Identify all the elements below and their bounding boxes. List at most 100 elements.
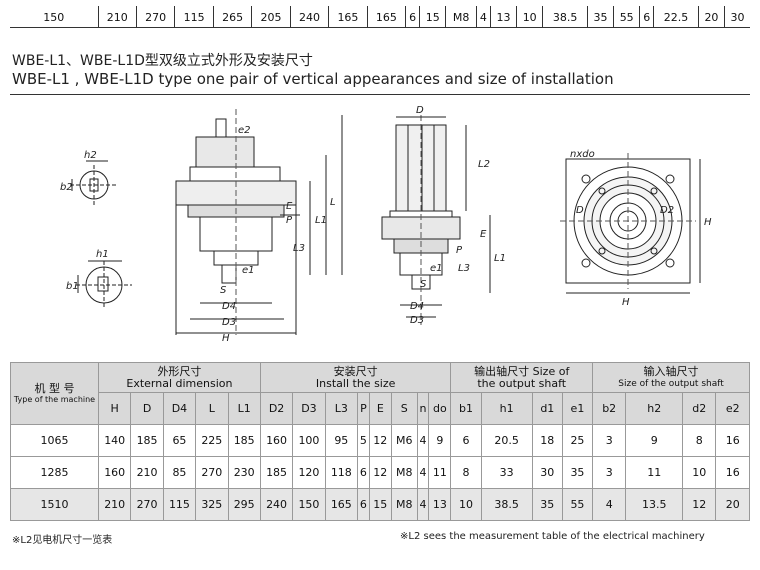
spec-table: 机 型 号 Type of the machine 外形尺寸 External … xyxy=(10,362,750,521)
table-cell: 118 xyxy=(324,456,359,489)
table-cell: 210 xyxy=(97,488,132,521)
label-P-front: P xyxy=(286,215,293,226)
table-row: 1285 160 210 85 270 230 185 120 118 6 12… xyxy=(10,456,750,489)
label-P-side: P xyxy=(456,245,463,256)
table-cell: 33 xyxy=(480,456,533,489)
model-cell: 1285 xyxy=(10,456,99,489)
shaft-section-large xyxy=(76,260,132,309)
table-cell: 12 xyxy=(368,456,392,489)
top-cell: 240 xyxy=(289,6,329,28)
label-E-front: E xyxy=(286,201,293,212)
col-header: L xyxy=(195,392,229,425)
group-install: 安装尺寸 Install the size xyxy=(259,362,452,393)
col-header: do xyxy=(428,392,452,425)
table-cell: 225 xyxy=(195,424,229,457)
table-row: 1065 140 185 65 225 185 160 100 95 5 12 … xyxy=(10,424,750,457)
group-external: 外形尺寸 External dimension xyxy=(98,362,261,393)
table-cell: 8 xyxy=(450,456,482,489)
top-cell: 20 xyxy=(697,6,725,28)
table-cell: 25 xyxy=(561,424,594,457)
col-header: D3 xyxy=(292,392,326,425)
top-cell: 150 xyxy=(43,10,65,24)
top-cell: 115 xyxy=(174,6,214,28)
label-e1-side: e1 xyxy=(430,263,443,274)
group-input-shaft: 输入轴尺寸 Size of the output shaft xyxy=(592,362,750,393)
table-cell: 18 xyxy=(531,424,563,457)
table-cell: 120 xyxy=(292,456,326,489)
reducer-with-motor-view xyxy=(381,115,491,325)
column-header-row: H D D4 L L1 D2 D3 L3 P E S n do b1 h1 d1… xyxy=(11,392,750,425)
col-header: H xyxy=(97,392,132,425)
table-cell: 12 xyxy=(368,424,392,457)
label-L1-front: L1 xyxy=(315,215,327,226)
label-D3-front: D3 xyxy=(222,317,236,328)
model-cell: 1510 xyxy=(10,488,99,521)
col-header: L1 xyxy=(227,392,261,425)
table-cell: 295 xyxy=(227,488,261,521)
label-L: L xyxy=(330,197,336,208)
group-output-en: the output shaft xyxy=(477,376,567,390)
col-header: e1 xyxy=(561,392,594,425)
table-cell: 6 xyxy=(357,488,370,521)
label-D-side: D xyxy=(416,105,424,116)
table-cell: 20 xyxy=(715,488,750,521)
group-input-cn: 输入轴尺寸 xyxy=(643,364,699,378)
top-partial-row: 150 210 270 115 265 205 240 165 165 6 15… xyxy=(10,6,750,28)
top-cell: 270 xyxy=(135,6,175,28)
table-cell: 100 xyxy=(292,424,326,457)
table-cell: 13 xyxy=(428,488,452,521)
label-h2: h2 xyxy=(84,150,97,161)
top-cell: 22.5 xyxy=(653,6,699,28)
table-cell: 160 xyxy=(97,456,132,489)
top-cell: 15 xyxy=(419,6,446,28)
table-cell: 8 xyxy=(682,424,717,457)
table-cell: M6 xyxy=(390,424,418,457)
table-cell: 95 xyxy=(324,424,359,457)
table-cell: 5 xyxy=(357,424,370,457)
technical-drawing: h2 b2 h1 b1 e2 E P L1 L3 L e1 S D4 D3 xyxy=(10,94,750,360)
label-E-side: E xyxy=(480,229,487,240)
label-e2: e2 xyxy=(238,125,251,136)
table-cell: 140 xyxy=(97,424,132,457)
table-cell: 38.5 xyxy=(480,488,533,521)
table-cell: 11 xyxy=(625,456,684,489)
label-L3-front: L3 xyxy=(293,243,305,254)
top-cell: 4 xyxy=(475,6,491,28)
top-cell: 165 xyxy=(328,6,368,28)
table-cell: 10 xyxy=(682,456,717,489)
table-cell: 3 xyxy=(592,456,627,489)
group-output-cn: 输出轴尺寸 Size of xyxy=(474,364,570,378)
label-L1-side: L1 xyxy=(494,253,506,264)
table-cell: 9 xyxy=(428,424,452,457)
note-right: ※L2 sees the measurement table of the el… xyxy=(400,531,705,542)
group-external-en: External dimension xyxy=(126,376,233,390)
label-H-plan-v: H xyxy=(704,217,712,228)
top-cell: 35 xyxy=(586,6,614,28)
top-cell: 165 xyxy=(366,6,406,28)
col-header: h2 xyxy=(625,392,684,425)
table-cell: 6 xyxy=(450,424,482,457)
col-header: P xyxy=(357,392,370,425)
col-header: L3 xyxy=(324,392,359,425)
model-header-cn: 机 型 号 xyxy=(34,382,75,395)
table-cell: 65 xyxy=(162,424,197,457)
top-cell: 10 xyxy=(516,6,543,28)
table-cell: 16 xyxy=(715,424,750,457)
top-cell: 6 xyxy=(405,6,420,28)
label-nxdo: nxdo xyxy=(570,149,595,160)
top-cell: M8 xyxy=(445,6,477,28)
label-S-side: S xyxy=(420,279,427,290)
title-english: WBE-L1 , WBE-L1D type one pair of vertic… xyxy=(12,70,614,88)
top-cell: 30 xyxy=(724,6,750,28)
table-cell: 85 xyxy=(162,456,197,489)
table-cell: 3 xyxy=(592,424,627,457)
model-cell: 1065 xyxy=(10,424,99,457)
table-cell: 165 xyxy=(324,488,359,521)
table-cell: 270 xyxy=(130,488,164,521)
model-header-en: Type of the machine xyxy=(13,395,96,404)
table-cell: 4 xyxy=(416,488,430,521)
table-cell: 35 xyxy=(531,488,563,521)
model-header: 机 型 号 Type of the machine xyxy=(10,362,99,425)
table-cell: 4 xyxy=(416,424,430,457)
label-H-plan-h: H xyxy=(622,297,630,308)
